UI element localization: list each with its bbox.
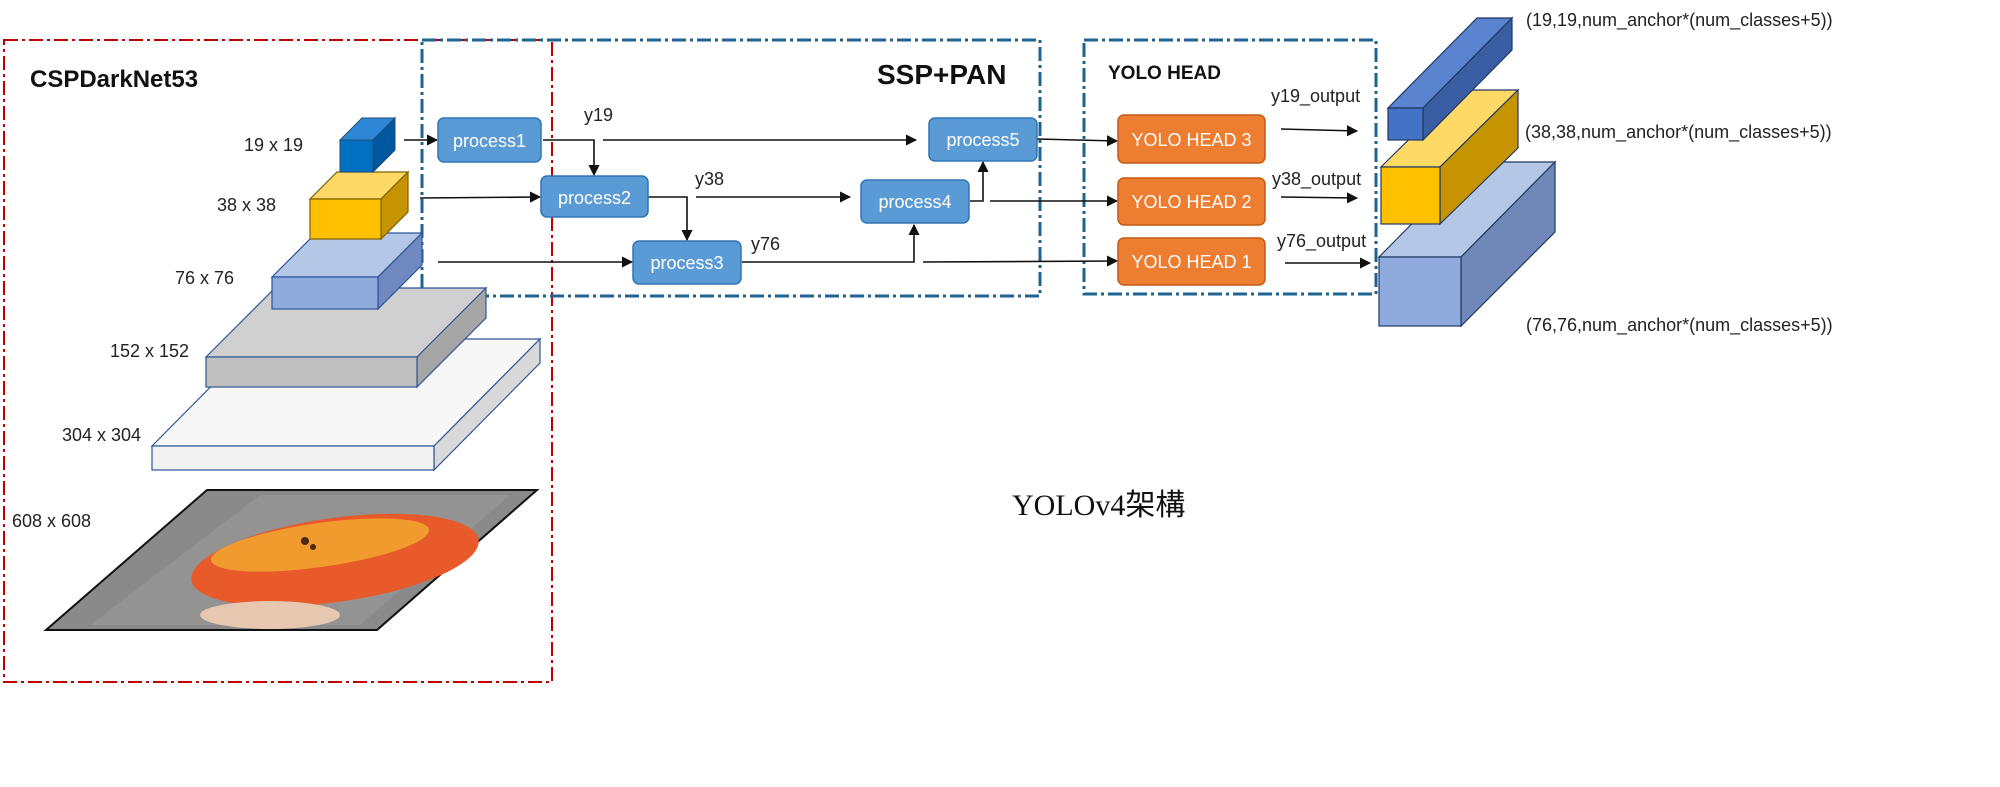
output-label-y76: y76_output xyxy=(1277,231,1366,252)
process1-box: process1 xyxy=(437,117,542,163)
feature-map-19 xyxy=(338,116,397,174)
neck-region xyxy=(420,38,1042,298)
yolo-head-2-label: YOLO HEAD 2 xyxy=(1131,192,1251,212)
process5-box: process5 xyxy=(928,117,1038,162)
neck-title: SSP+PAN xyxy=(877,59,1006,90)
input-image xyxy=(43,489,540,631)
output-label-y38: y38_output xyxy=(1272,169,1361,190)
backbone-region xyxy=(3,39,553,683)
head-title: YOLO HEAD xyxy=(1108,63,1221,84)
process3-box: process3 xyxy=(632,240,742,285)
feature-map-38 xyxy=(308,170,410,241)
output-tensor-38 xyxy=(1379,88,1520,226)
yolo-head-1-label: YOLO HEAD 1 xyxy=(1131,252,1251,272)
shape-label-19: (19,19,num_anchor*(num_classes+5)) xyxy=(1526,10,1833,31)
label-608x608: 608 x 608 xyxy=(12,511,91,531)
yolo-head-1-box: YOLO HEAD 1 xyxy=(1117,237,1266,286)
output-tensor-76 xyxy=(1377,160,1557,328)
head-region xyxy=(1082,38,1378,296)
neck-connectors xyxy=(404,125,1372,269)
yolo-head-3-box: YOLO HEAD 3 xyxy=(1117,114,1266,164)
label-152x152: 152 x 152 xyxy=(110,341,189,361)
process4-label: process4 xyxy=(878,192,951,212)
process5-label: process5 xyxy=(946,130,1019,150)
process2-label: process2 xyxy=(558,188,631,208)
yolo-head-3-label: YOLO HEAD 3 xyxy=(1131,130,1251,150)
process1-label: process1 xyxy=(453,131,526,151)
shape-label-38: (38,38,num_anchor*(num_classes+5)) xyxy=(1525,122,1832,143)
label-38x38: 38 x 38 xyxy=(217,195,276,215)
backbone-title: CSPDarkNet53 xyxy=(30,66,198,93)
diagram-caption: YOLOv4架構 xyxy=(1012,489,1185,522)
process3-label: process3 xyxy=(650,253,723,273)
process4-box: process4 xyxy=(860,179,970,224)
edge-label-y19: y19 xyxy=(584,105,613,125)
output-label-y19: y19_output xyxy=(1271,86,1360,107)
process2-box: process2 xyxy=(540,175,649,218)
shape-label-76: (76,76,num_anchor*(num_classes+5)) xyxy=(1526,315,1833,336)
label-76x76: 76 x 76 xyxy=(175,268,234,288)
label-304x304: 304 x 304 xyxy=(62,425,141,445)
label-19x19: 19 x 19 xyxy=(244,135,303,155)
edge-label-y76: y76 xyxy=(751,234,780,254)
output-tensor-19 xyxy=(1386,16,1514,142)
feature-map-76 xyxy=(270,231,424,311)
edge-label-y38: y38 xyxy=(695,169,724,189)
yolo-head-2-box: YOLO HEAD 2 xyxy=(1117,177,1266,226)
